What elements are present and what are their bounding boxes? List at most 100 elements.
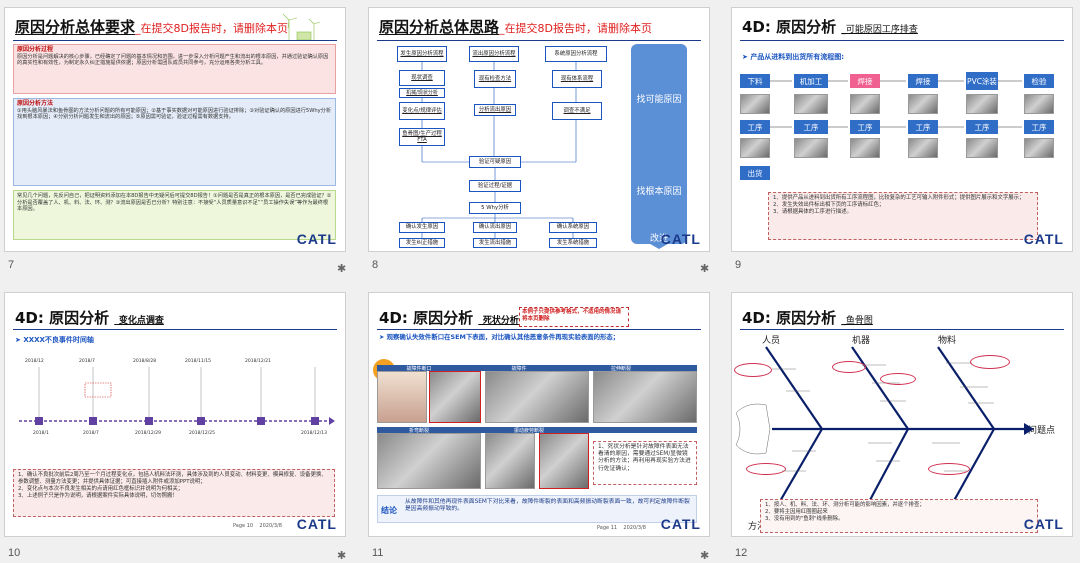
slide-7-thumbnail[interactable]: 原因分析总体要求_在提交8D报告时，请删除本页 原因分析过程 原因分析是问题解决… xyxy=(5,8,345,251)
flow-box: 调查不满足 xyxy=(552,102,602,120)
process-section: 原因分析过程 原因分析是问题解决的核心步骤，已经确定了问题的基本情况和范围，进一… xyxy=(13,44,336,94)
process-step: 检验 xyxy=(1024,74,1054,88)
callout-note: 1、死状分析是针对故障件表面无法看清的原因，需要通过SEM/显微镜分析的方法；再… xyxy=(593,441,697,485)
slide-number: 9 xyxy=(735,259,742,271)
instructions-note: 1、按人、机、料、法、环、测分析可能的影响因素，并逐个排查；2、要将主因用红圈圈… xyxy=(760,499,1038,533)
conclusion-text: 从故障件和其他再现件表面SEM下对比来看，故障件断裂的表面和高频振动断裂表面一致… xyxy=(405,499,690,513)
slide-11-thumbnail[interactable]: 4D: 原因分析 _死状分析 本例子只提供参考格式，不适用的情况请将本页删除 ➤… xyxy=(369,293,709,536)
sem-image xyxy=(539,433,589,489)
catl-logo: CATL xyxy=(296,516,337,532)
process-arrow-bar xyxy=(631,44,687,244)
arrow-head-icon xyxy=(631,233,687,249)
slide-12-thumbnail[interactable]: 4D: 原因分析 _鱼骨图 人员 机器 物料 方法 问题点 1、按人、机、料、法… xyxy=(732,293,1072,536)
flow-box: 发生流出措施 xyxy=(473,238,517,248)
process-photo xyxy=(740,138,770,158)
process-step: 焊接 xyxy=(908,74,938,88)
sem-image xyxy=(377,433,481,489)
timeline-date: 2018/12/13 xyxy=(301,431,327,436)
main-cause-circle xyxy=(832,361,866,373)
catl-logo: CATL xyxy=(660,516,701,532)
image-caption: 拉伸断裂 xyxy=(610,366,631,372)
image-caption: 故障件断口 xyxy=(406,366,432,372)
slide-8-thumbnail[interactable]: 原因分析总体思路_在提交8D报告时，请删除本页 发生原因分析流程 流出原因分析流… xyxy=(369,8,709,251)
fishbone-category: 人员 xyxy=(762,336,781,346)
process-step: 工序 xyxy=(1024,120,1054,134)
process-step: 工序 xyxy=(966,120,998,134)
process-step: 下料 xyxy=(740,74,770,88)
process-photo xyxy=(794,94,828,114)
flow-box: 鱼骨图/生产过程FTA xyxy=(399,128,445,146)
slide-9-thumbnail[interactable]: 4D: 原因分析 _可能原因工序排查 ➤ 产品从进料到出货所有流程图: 下料 机… xyxy=(732,8,1072,251)
wind-turbine-decoration xyxy=(282,13,321,41)
sem-image xyxy=(429,371,481,423)
image-caption: 折弯断裂 xyxy=(408,428,429,434)
slide-number: 10 xyxy=(8,547,21,559)
process-step: PVC涂装 xyxy=(966,72,998,90)
lead-text: ➤ 观察确认失效件断口在SEM下表面，对比确认其他恶意条件再现实验表面的形态； xyxy=(379,333,620,341)
slide-title: 原因分析总体思路_在提交8D报告时，请删除本页 xyxy=(379,18,652,36)
faq-section: 常见几个问题，先反问自己，把证明资料添加在本8D报告中无疑问后可提交8D报告！①… xyxy=(13,190,336,240)
flow-box: 发生原因分析流程 xyxy=(397,46,447,62)
flow-box: 分析流出原因 xyxy=(474,104,516,116)
method-section: 原因分析方法 ①用头脑风暴法和鱼骨图的方法分析问题的所有可能原因；②基于事实数据… xyxy=(13,98,336,186)
flow-box: 现状调查 xyxy=(399,70,445,86)
fishbone-category: 方法 xyxy=(748,522,767,532)
slide-title: 4D: 原因分析 _死状分析 xyxy=(379,309,519,327)
process-step: 工序 xyxy=(908,120,938,134)
flow-box: 现有检查方法 xyxy=(474,70,516,88)
page-footer: Page 11 2020/3/8 xyxy=(597,525,646,531)
process-photo xyxy=(850,94,880,114)
timeline-date: 2018/12 xyxy=(25,359,44,364)
main-cause-circle xyxy=(970,355,1010,369)
timeline-date: 2018/12/29 xyxy=(135,431,161,436)
star-icon[interactable]: ✱ xyxy=(337,262,347,275)
lead-text: ➤ XXXX不良事件时间轴 xyxy=(15,336,94,344)
phase-label: 找可能原因 xyxy=(636,94,682,105)
slide-title: 4D: 原因分析 _可能原因工序排查 xyxy=(742,18,918,36)
slide-number: 11 xyxy=(372,547,384,559)
catl-logo: CATL xyxy=(296,231,337,247)
flow-box: 5 Why分析 xyxy=(469,202,521,214)
image-caption: 故障件 xyxy=(511,366,527,372)
slide-number: 7 xyxy=(8,259,15,271)
sem-image xyxy=(485,433,535,489)
sample-photo xyxy=(377,371,427,423)
slide-number: 12 xyxy=(735,547,748,559)
fishbone-category: 物料 xyxy=(938,336,957,346)
sem-image xyxy=(485,371,589,423)
slide-number: 8 xyxy=(372,259,379,271)
flow-box: 现有体系流程 xyxy=(552,70,602,88)
process-photo xyxy=(794,138,828,158)
main-cause-circle xyxy=(880,373,916,385)
catl-logo: CATL xyxy=(1023,231,1064,247)
page-footer: Page 10 2020/3/8 xyxy=(233,523,282,529)
catl-logo: CATL xyxy=(660,231,701,247)
process-step: 机加工 xyxy=(794,74,828,88)
phase-label: 找根本原因 xyxy=(636,186,682,197)
flow-box: 系统原因分析流程 xyxy=(545,46,607,62)
process-photo xyxy=(908,94,938,114)
fishbone-head-label: 问题点 xyxy=(1028,426,1056,436)
flow-box: 确认发生原因 xyxy=(399,222,445,233)
process-photo xyxy=(966,138,998,158)
catl-logo: CATL xyxy=(1023,516,1064,532)
process-step: 工序 xyxy=(794,120,828,134)
flow-connectors xyxy=(421,62,577,238)
conclusion-label: 结论 xyxy=(381,506,397,515)
flow-box: 发生纠正措施 xyxy=(399,238,445,248)
star-icon[interactable]: ✱ xyxy=(337,549,347,562)
flow-box: 机械/现状分析 xyxy=(399,88,445,98)
process-photo xyxy=(740,94,770,114)
process-photo xyxy=(1024,94,1054,114)
timeline-date: 2018/1 xyxy=(33,431,49,436)
timeline-date: 2018/7 xyxy=(83,431,99,436)
main-cause-circle xyxy=(746,463,786,475)
timeline xyxy=(19,367,335,425)
slide-title: 4D: 原因分析 _变化点调查 xyxy=(15,309,164,327)
timeline-date: 2018/12/21 xyxy=(245,359,271,364)
star-icon[interactable]: ✱ xyxy=(700,549,710,562)
slide-10-thumbnail[interactable]: 4D: 原因分析 _变化点调查 ➤ XXXX不良事件时间轴 2018/12 20… xyxy=(5,293,345,536)
star-icon[interactable]: ✱ xyxy=(700,262,710,275)
process-photo xyxy=(908,138,938,158)
flow-box: 验证过程/证据 xyxy=(469,180,521,192)
